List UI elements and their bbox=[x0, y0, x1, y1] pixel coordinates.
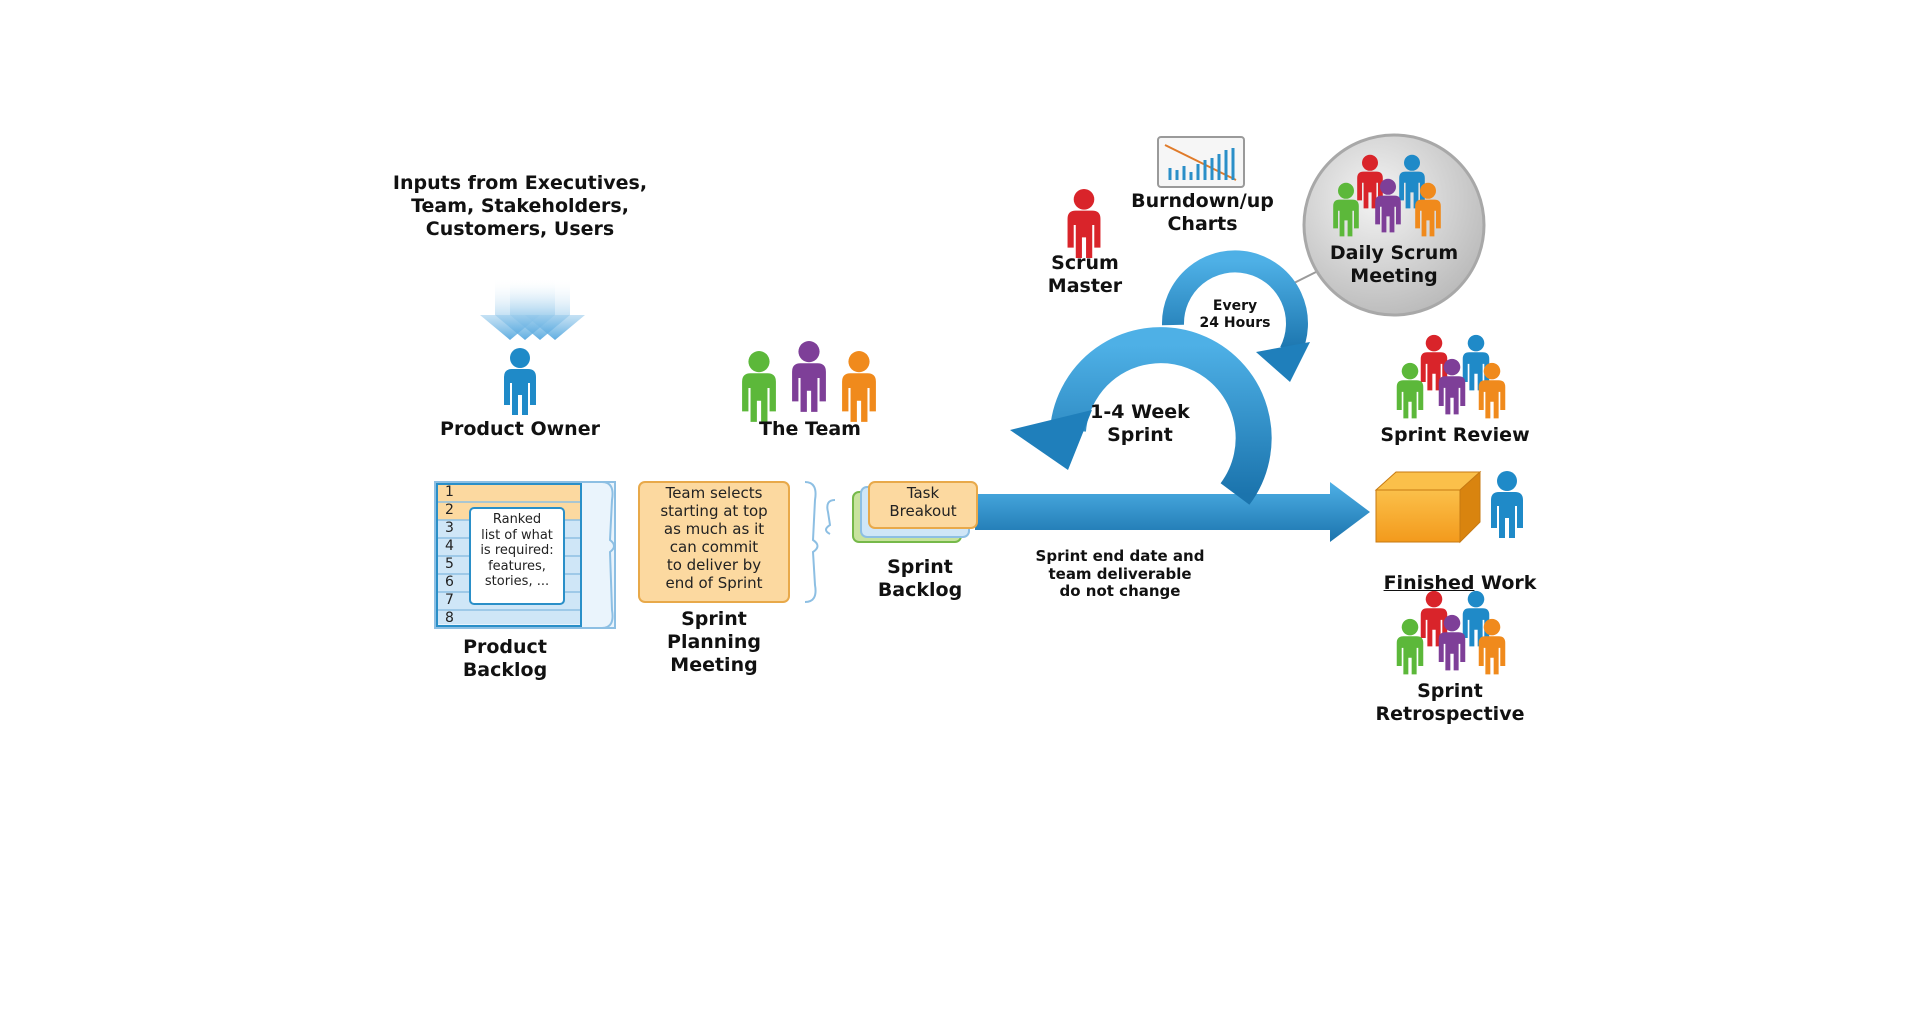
inputs-arrows-icon bbox=[480, 278, 585, 340]
backlog-number: 6 bbox=[445, 574, 454, 590]
daily-loop-arrowhead bbox=[1256, 342, 1310, 382]
sprint-cycle-label: 1-4 Week Sprint bbox=[1090, 401, 1190, 447]
finished-work-box-icon bbox=[1374, 470, 1482, 544]
backlog-number: 7 bbox=[445, 592, 454, 608]
finished-word: Finished bbox=[1383, 572, 1475, 595]
product-owner-label: Product Owner bbox=[440, 418, 600, 440]
sprint-loop-arrowhead bbox=[1010, 410, 1092, 470]
backlog-number: 2 bbox=[445, 502, 454, 518]
backlog-number: 3 bbox=[445, 520, 454, 536]
planning-note-text: Team selects starting at top as much as … bbox=[660, 484, 768, 592]
sprint-backlog-label: Sprint Backlog bbox=[877, 556, 963, 602]
burndown-chart-icon bbox=[1157, 136, 1245, 188]
backlog-number: 5 bbox=[445, 556, 454, 572]
backlog-number: 1 bbox=[445, 484, 454, 500]
sprint-review-people-icon bbox=[1396, 334, 1506, 419]
the-team-icon bbox=[742, 341, 876, 422]
product-backlog-label: Product Backlog bbox=[462, 636, 548, 682]
sprint-retrospective-people-icon bbox=[1396, 590, 1506, 675]
every-24-hours-label: Every 24 Hours bbox=[1199, 298, 1271, 332]
sprint-planning-label: Sprint Planning Meeting bbox=[667, 608, 761, 677]
sprint-review-label: Sprint Review bbox=[1380, 424, 1530, 446]
sprint-loop-arrow bbox=[1050, 327, 1272, 505]
scrum-master-label: Scrum Master bbox=[1047, 252, 1123, 298]
finished-work-label: Finished Work bbox=[1360, 549, 1560, 595]
task-breakout-stack bbox=[825, 481, 978, 543]
product-backlog-box bbox=[434, 481, 616, 629]
inputs-label: Inputs from Executives, Team, Stakeholde… bbox=[392, 172, 648, 241]
daily-scrum-label: Daily Scrum Meeting bbox=[1329, 242, 1459, 288]
sprint-retrospective-label: Sprint Retrospective bbox=[1375, 680, 1525, 726]
daily-loop-arrow bbox=[1161, 250, 1308, 358]
backlog-number: 4 bbox=[445, 538, 454, 554]
sprint-main-arrow bbox=[975, 482, 1370, 542]
scrum-master-icon bbox=[1067, 189, 1101, 258]
product-owner-icon bbox=[504, 348, 536, 415]
work-word: Work bbox=[1474, 572, 1537, 595]
finished-work-person-icon bbox=[1491, 471, 1523, 538]
burndown-label: Burndown/up Charts bbox=[1131, 190, 1274, 236]
backlog-note: Ranked list of what is required: feature… bbox=[480, 512, 554, 590]
sprint-end-note: Sprint end date and team deliverable do … bbox=[1035, 547, 1205, 601]
sprint-planning-note bbox=[638, 481, 819, 603]
backlog-number: 8 bbox=[445, 610, 454, 626]
the-team-label: The Team bbox=[759, 418, 861, 440]
task-breakout-text: Task Breakout bbox=[889, 484, 957, 520]
